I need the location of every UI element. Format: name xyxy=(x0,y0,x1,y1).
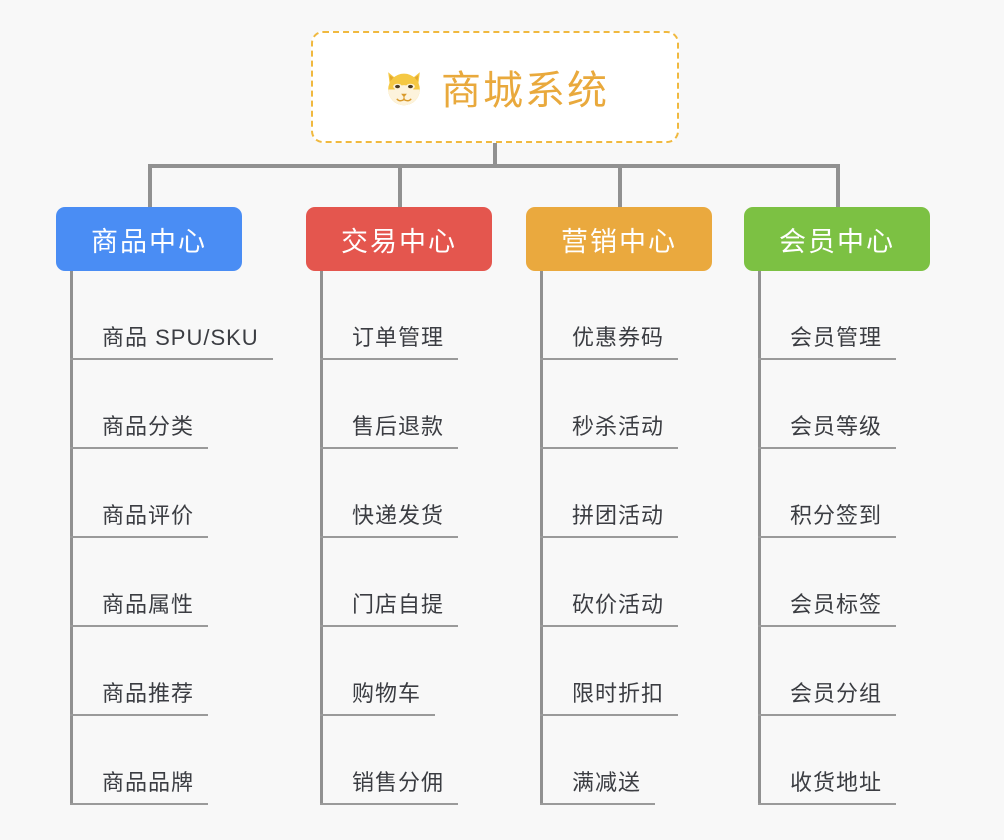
category-spine-connector xyxy=(540,271,543,805)
leaf-item-rule xyxy=(70,536,209,538)
leaf-item-label: 会员标签 xyxy=(790,592,883,617)
leaf-item-label: 砍价活动 xyxy=(572,592,665,617)
root-node[interactable]: 商城系统 xyxy=(311,31,679,143)
category-header-trade[interactable]: 交易中心 xyxy=(306,207,492,271)
leaf-item-rule xyxy=(540,447,679,449)
leaf-item-rule xyxy=(758,625,897,627)
leaf-item-label: 会员分组 xyxy=(790,681,883,706)
leaf-item[interactable]: 商品品牌 xyxy=(70,716,209,805)
leaf-item-label: 销售分佣 xyxy=(352,770,445,795)
leaf-item-rule xyxy=(320,625,459,627)
category-spine-connector xyxy=(70,271,73,805)
leaf-item-rule xyxy=(540,358,679,360)
leaf-item-rule xyxy=(320,536,459,538)
leaf-item[interactable]: 会员分组 xyxy=(758,627,897,716)
leaf-item[interactable]: 订单管理 xyxy=(320,271,459,360)
leaf-item-rule xyxy=(320,714,436,716)
leaf-item[interactable]: 砍价活动 xyxy=(540,538,679,627)
leaf-item-rule xyxy=(758,447,897,449)
leaf-item-rule xyxy=(758,358,897,360)
leaf-item-rule xyxy=(70,447,209,449)
leaf-item[interactable]: 快递发货 xyxy=(320,449,459,538)
leaf-item[interactable]: 拼团活动 xyxy=(540,449,679,538)
leaf-item-rule xyxy=(540,803,656,805)
leaf-item[interactable]: 满减送 xyxy=(540,716,656,805)
leaf-item-label: 限时折扣 xyxy=(572,681,665,706)
leaf-item-label: 商品评价 xyxy=(102,503,195,528)
leaf-item[interactable]: 秒杀活动 xyxy=(540,360,679,449)
leaf-item[interactable]: 收货地址 xyxy=(758,716,897,805)
leaf-item-rule xyxy=(758,803,897,805)
category-header-product[interactable]: 商品中心 xyxy=(56,207,242,271)
leaf-item-rule xyxy=(70,625,209,627)
leaf-item-label: 商品推荐 xyxy=(102,681,195,706)
leaf-item[interactable]: 会员等级 xyxy=(758,360,897,449)
leaf-item-label: 秒杀活动 xyxy=(572,414,665,439)
leaf-item[interactable]: 会员管理 xyxy=(758,271,897,360)
leaf-item-rule xyxy=(758,536,897,538)
leaf-item[interactable]: 商品 SPU/SKU xyxy=(70,271,273,360)
leaf-item[interactable]: 门店自提 xyxy=(320,538,459,627)
category-header-member[interactable]: 会员中心 xyxy=(744,207,930,271)
leaf-item-rule xyxy=(320,803,459,805)
leaf-item-label: 拼团活动 xyxy=(572,503,665,528)
leaf-item[interactable]: 售后退款 xyxy=(320,360,459,449)
leaf-item[interactable]: 积分签到 xyxy=(758,449,897,538)
leaf-item-rule xyxy=(540,536,679,538)
leaf-item-label: 积分签到 xyxy=(790,503,883,528)
leaf-item-label: 门店自提 xyxy=(352,592,445,617)
leaf-item-label: 售后退款 xyxy=(352,414,445,439)
leaf-item-label: 商品属性 xyxy=(102,592,195,617)
category-drop-connector xyxy=(398,164,402,208)
leaf-item[interactable]: 销售分佣 xyxy=(320,716,459,805)
leaf-item-label: 购物车 xyxy=(352,681,422,706)
leaf-item[interactable]: 会员标签 xyxy=(758,538,897,627)
leaf-item-label: 商品品牌 xyxy=(102,770,195,795)
leaf-item-label: 订单管理 xyxy=(352,325,445,350)
leaf-item-label: 优惠券码 xyxy=(572,325,665,350)
category-drop-connector xyxy=(836,164,840,208)
leaf-item-label: 商品分类 xyxy=(102,414,195,439)
leaf-item-label: 会员管理 xyxy=(790,325,883,350)
leaf-item[interactable]: 商品评价 xyxy=(70,449,209,538)
shiba-dog-face-icon xyxy=(381,65,427,111)
leaf-item[interactable]: 限时折扣 xyxy=(540,627,679,716)
category-spine-connector xyxy=(758,271,761,805)
leaf-item-rule xyxy=(758,714,897,716)
leaf-item-label: 收货地址 xyxy=(790,770,883,795)
leaf-item-rule xyxy=(70,714,209,716)
leaf-item[interactable]: 优惠券码 xyxy=(540,271,679,360)
leaf-item-rule xyxy=(540,714,679,716)
leaf-item-rule xyxy=(320,358,459,360)
category-spine-connector xyxy=(320,271,323,805)
leaf-item-rule xyxy=(540,625,679,627)
branch-bus-connector xyxy=(148,164,838,168)
leaf-item-rule xyxy=(70,358,273,360)
leaf-item[interactable]: 购物车 xyxy=(320,627,436,716)
leaf-item[interactable]: 商品属性 xyxy=(70,538,209,627)
category-drop-connector xyxy=(618,164,622,208)
root-stem-connector xyxy=(493,143,497,166)
leaf-item-label: 快递发货 xyxy=(352,503,445,528)
root-title: 商城系统 xyxy=(441,69,609,113)
leaf-item-rule xyxy=(70,803,209,805)
leaf-item-label: 满减送 xyxy=(572,770,642,795)
leaf-item[interactable]: 商品推荐 xyxy=(70,627,209,716)
category-drop-connector xyxy=(148,164,152,208)
leaf-item-rule xyxy=(320,447,459,449)
leaf-item[interactable]: 商品分类 xyxy=(70,360,209,449)
leaf-item-label: 商品 SPU/SKU xyxy=(102,325,259,350)
category-header-marketing[interactable]: 营销中心 xyxy=(526,207,712,271)
leaf-item-label: 会员等级 xyxy=(790,414,883,439)
